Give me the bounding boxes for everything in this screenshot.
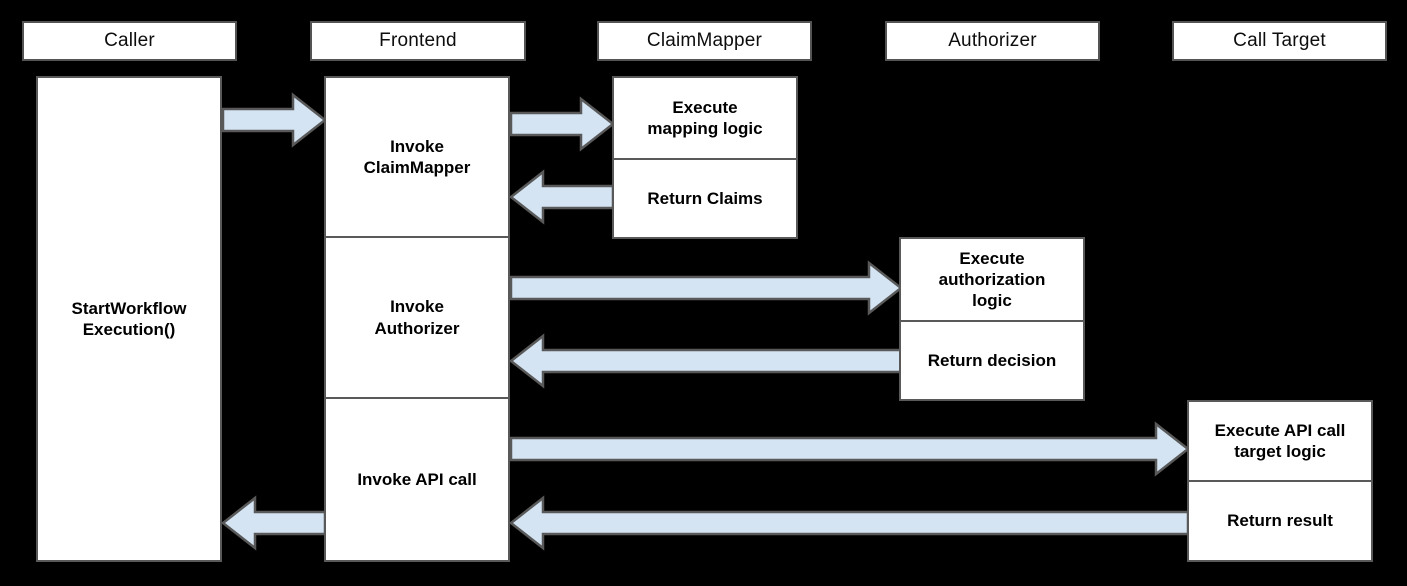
activation-claimmapper-execute-mapping-logic[interactable]: Execute mapping logic: [612, 76, 798, 159]
activation-calltarget-execute-label: Execute API call target logic: [1214, 420, 1346, 461]
activation-caller-label: StartWorkflow Execution(): [71, 298, 187, 339]
lifeline-header-caller-label: Caller: [104, 30, 155, 51]
activation-authorizer-execute-authorization-logic[interactable]: Execute authorization logic: [899, 237, 1085, 321]
message-arrow-claimmapper-to-frontend: [508, 169, 615, 225]
activation-claimmapper-execute-label: Execute mapping logic: [647, 97, 763, 138]
message-arrow-frontend-to-caller: [220, 495, 327, 551]
activation-authorizer-return-decision[interactable]: Return decision: [899, 321, 1085, 401]
message-arrow-caller-to-frontend: [221, 92, 328, 148]
lifeline-header-claimmapper[interactable]: ClaimMapper: [597, 21, 812, 61]
lifeline-header-claimmapper-label: ClaimMapper: [646, 30, 763, 51]
activation-authorizer-return-label: Return decision: [927, 350, 1057, 370]
message-arrow-frontend-to-calltarget: [509, 421, 1191, 477]
lifeline-header-authorizer[interactable]: Authorizer: [885, 21, 1100, 61]
lifeline-header-calltarget[interactable]: Call Target: [1172, 21, 1387, 61]
activation-frontend-invoke-api-call[interactable]: Invoke API call: [324, 398, 510, 562]
activation-frontend-invoke-claimmapper-label: Invoke ClaimMapper: [363, 136, 471, 177]
activation-caller-startworkflowexecution[interactable]: StartWorkflow Execution(): [36, 76, 222, 562]
activation-calltarget-return-result[interactable]: Return result: [1187, 481, 1373, 562]
lifeline-header-frontend[interactable]: Frontend: [310, 21, 526, 61]
message-arrow-frontend-to-authorizer: [509, 260, 904, 316]
activation-calltarget-execute-api-call-target-logic[interactable]: Execute API call target logic: [1187, 400, 1373, 481]
message-arrow-frontend-to-claimmapper: [509, 96, 616, 152]
activation-calltarget-return-label: Return result: [1227, 511, 1333, 531]
activation-frontend-invoke-claimmapper[interactable]: Invoke ClaimMapper: [324, 76, 510, 237]
activation-claimmapper-return-label: Return Claims: [647, 188, 763, 208]
activation-frontend-invoke-authorizer-label: Invoke Authorizer: [374, 297, 460, 338]
activation-authorizer-execute-label: Execute authorization logic: [938, 248, 1046, 311]
lifeline-header-authorizer-label: Authorizer: [948, 30, 1037, 51]
lifeline-header-frontend-label: Frontend: [379, 30, 457, 51]
activation-frontend-invoke-authorizer[interactable]: Invoke Authorizer: [324, 237, 510, 398]
message-arrow-calltarget-to-frontend: [508, 495, 1190, 551]
activation-claimmapper-return-claims[interactable]: Return Claims: [612, 159, 798, 239]
lifeline-header-caller[interactable]: Caller: [22, 21, 237, 61]
message-arrow-authorizer-to-frontend: [508, 333, 903, 389]
activation-frontend-invoke-api-call-label: Invoke API call: [357, 469, 477, 489]
lifeline-header-calltarget-label: Call Target: [1233, 30, 1326, 51]
